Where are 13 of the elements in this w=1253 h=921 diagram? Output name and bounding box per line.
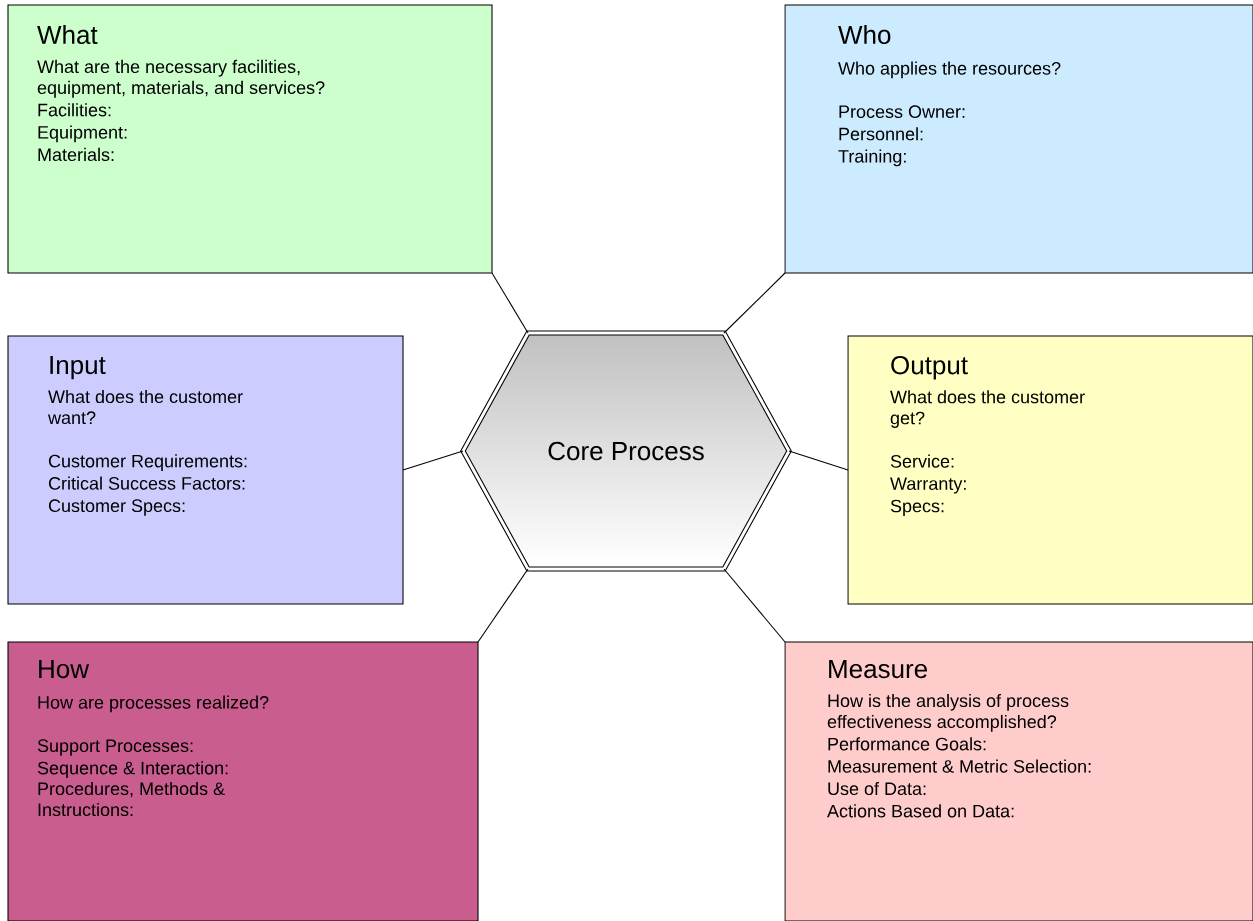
connector-line [723,272,786,334]
connector-line [477,568,529,643]
connector-line [788,450,849,471]
text-box: How How are processes realized? Support Processes: Sequence & Interaction: Procedures, Methods & Instructions: [7,641,479,921]
text-box: Output What does the customer get? Service: Warranty: Specs: [847,335,1253,605]
text-box: Input What does the customer want? Customer Requirements: Critical Success Factors: Customer Specs: [7,335,404,605]
text-box: Measure How is the analysis of process effectiveness accomplished? Performance Goals: Measurement & Metric Selection: Use of Data: Actions Based on Data: [784,641,1253,921]
connector-line [491,272,529,334]
hexagon: Core Process [460,330,792,572]
text-box: What What are the necessary facilities, equipment, materials, and services? Facilities: Equipment: Materials: [7,4,493,274]
connector-line [402,450,464,471]
text-box: Who Who applies the resources? Process Owner: Personnel: Training: [784,4,1253,274]
connector-line [723,568,786,643]
